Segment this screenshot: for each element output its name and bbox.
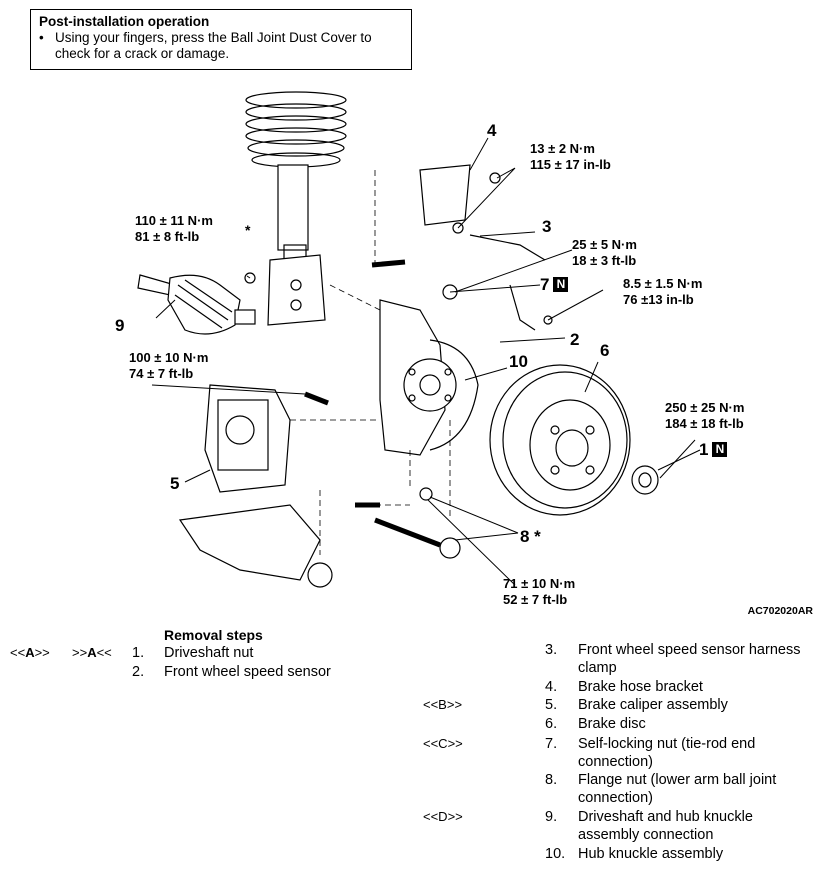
step-1-tag-a-install: >>A<< <box>72 645 112 660</box>
step-7-tag: <<C>> <box>423 736 463 751</box>
step-5-number: 5. <box>545 697 558 713</box>
figure-code: AC702020AR <box>747 605 813 617</box>
n-mark-1: N <box>712 442 728 457</box>
brake-hose-bracket <box>419 164 501 234</box>
bullet-mark: • <box>39 30 44 45</box>
step-4-number: 4. <box>545 679 558 695</box>
strut-assembly <box>267 164 326 326</box>
step-7-number: 7. <box>545 736 558 752</box>
driveshaft <box>137 272 256 335</box>
callout-8: 8 * <box>520 527 541 546</box>
callout-9: 9 <box>115 316 125 335</box>
note-text: Using your fingers, press the Ball Joint… <box>55 30 372 61</box>
step-5-tag: <<B>> <box>423 697 463 712</box>
note-bullet-item: • Using your fingers, press the Ball Joi… <box>39 30 403 62</box>
callout-2: 2 <box>570 330 580 349</box>
step-8-number: 8. <box>545 772 558 788</box>
note-title: Post-installation operation <box>39 14 210 29</box>
callout-4: 4 <box>487 121 497 140</box>
callout-3: 3 <box>542 217 552 236</box>
hub-knuckle <box>379 299 479 456</box>
callout-10: 10 <box>509 352 528 371</box>
step-3-number: 3. <box>545 642 558 658</box>
step-9-number: 9. <box>545 809 558 825</box>
caliper-bolt <box>304 391 329 406</box>
driveshaft-nut <box>631 465 659 495</box>
wheel-speed-sensor <box>509 284 553 331</box>
tie-rod-end <box>374 517 461 559</box>
callout-6: 6 <box>600 341 610 360</box>
coil-spring <box>245 91 347 168</box>
flange-nut <box>419 487 433 501</box>
removal-steps-title: Removal steps <box>164 627 263 643</box>
step-9-tag: <<D>> <box>423 809 463 824</box>
sensor-harness-clamp <box>469 234 546 261</box>
brake-caliper <box>204 384 291 493</box>
step-5-text: Brake caliper assembly <box>578 697 728 713</box>
step-4-text: Brake hose bracket <box>578 679 703 695</box>
step-2-number: 2. <box>132 664 145 680</box>
lower-arm <box>178 504 333 588</box>
asterisk-mark: * <box>245 222 251 238</box>
strut-bolt <box>371 259 406 268</box>
step-1-number: 1. <box>132 645 145 661</box>
callout-5: 5 <box>170 474 180 493</box>
brake-disc <box>489 364 631 516</box>
step-6-number: 6. <box>545 716 558 732</box>
step-1-text: Driveshaft nut <box>164 645 254 661</box>
step-2-text: Front wheel speed sensor <box>164 664 331 680</box>
step-1-tag-a: <<A>> <box>10 645 50 660</box>
post-installation-note: Post-installation operation • Using your… <box>30 9 412 70</box>
exploded-assembly-diagram <box>137 91 701 588</box>
n-mark-7: N <box>553 277 569 292</box>
step-6-text: Brake disc <box>578 716 646 732</box>
step-10-text: Hub knuckle assembly <box>578 846 724 862</box>
step-10-number: 10. <box>545 846 566 862</box>
